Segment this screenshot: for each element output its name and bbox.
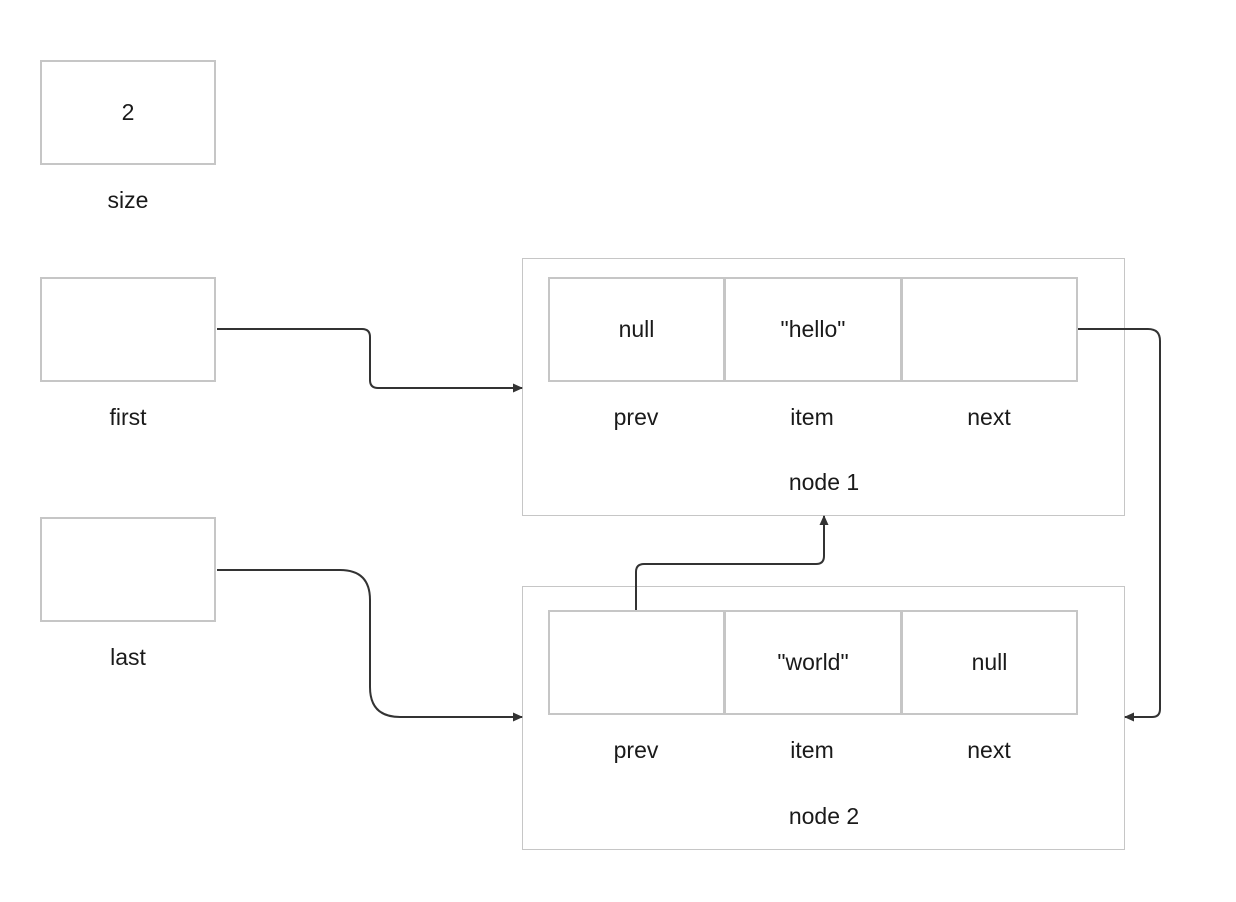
node-1-next-field xyxy=(901,277,1078,382)
size-value: 2 xyxy=(121,99,135,125)
node-1-item-value: "hello" xyxy=(780,316,846,342)
node-2-item-value: "world" xyxy=(777,649,849,675)
node-1-prev-field: null xyxy=(548,277,725,382)
last-box xyxy=(40,517,216,622)
node-2-title: node 2 xyxy=(788,803,860,829)
node-1-next-label: next xyxy=(967,404,1011,430)
node-2-item-label: item xyxy=(790,737,834,763)
node-2-next-label: next xyxy=(967,737,1011,763)
node-1-prev-label: prev xyxy=(613,404,659,430)
node-2-prev-to-node-1-arrow xyxy=(635,515,829,610)
node-2-next-field: null xyxy=(901,610,1078,715)
node-2-prev-label: prev xyxy=(613,737,659,763)
node-1-next-to-node-2-arrow xyxy=(1078,328,1161,722)
first-to-node-1-arrow xyxy=(217,328,523,393)
node-1-item-label: item xyxy=(790,404,834,430)
first-label: first xyxy=(109,404,147,430)
node-2-prev-field xyxy=(548,610,725,715)
node-1-title: node 1 xyxy=(788,469,860,495)
node-1-prev-value: null xyxy=(618,316,655,342)
size-label: size xyxy=(107,187,149,213)
last-label: last xyxy=(110,644,146,670)
node-2-next-value: null xyxy=(971,649,1008,675)
node-2-item-field: "world" xyxy=(724,610,902,715)
size-box: 2 xyxy=(40,60,216,165)
first-box xyxy=(40,277,216,382)
last-to-node-2-arrow xyxy=(217,569,523,722)
